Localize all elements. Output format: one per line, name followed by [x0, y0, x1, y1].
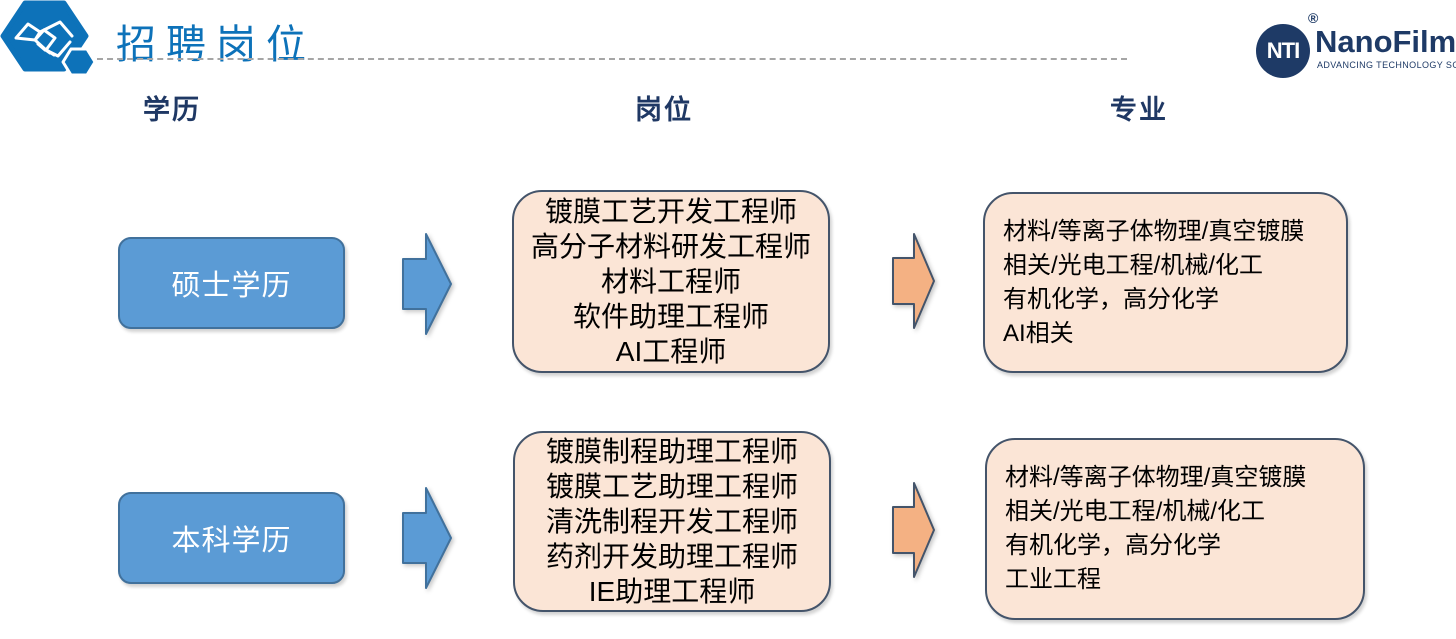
major-item: 相关/光电工程/机械/化工: [1003, 251, 1264, 279]
page-title: 招聘岗位: [116, 23, 316, 67]
position-item: 镀膜工艺助理工程师: [545, 471, 798, 502]
brand-logo: NTI ® NanoFilm ADVANCING TECHNOLOGY SOLU…: [1248, 4, 1456, 84]
handshake-icon: [0, 0, 97, 77]
logo-name: NanoFilm: [1315, 24, 1456, 59]
major-item: 工业工程: [1005, 566, 1101, 593]
column-header-major: 专业: [1110, 95, 1168, 125]
position-item: 软件助理工程师: [572, 301, 769, 332]
right-arrow-blue-icon: [402, 487, 452, 589]
education-box-masters: 硕士学历: [118, 237, 345, 329]
right-arrow-orange-icon: [892, 233, 935, 329]
right-arrow-blue-icon: [402, 233, 452, 335]
position-item: 清洗制程开发工程师: [545, 506, 798, 537]
positions-box-bachelors: 镀膜制程助理工程师 镀膜工艺助理工程师 清洗制程开发工程师 药剂开发助理工程师 …: [513, 431, 831, 612]
education-box-bachelors: 本科学历: [118, 492, 345, 584]
major-item: 有机化学，高分化学: [1005, 532, 1221, 559]
position-item: AI工程师: [615, 336, 727, 367]
registered-mark: ®: [1308, 10, 1319, 26]
major-item: 相关/光电工程/机械/化工: [1005, 498, 1266, 525]
position-item: 高分子材料研发工程师: [530, 231, 811, 262]
position-item: 镀膜工艺开发工程师: [544, 196, 797, 227]
major-item: 材料/等离子体物理/真空镀膜: [1005, 464, 1307, 491]
position-item: 镀膜制程助理工程师: [545, 436, 798, 467]
major-item: AI相关: [1003, 319, 1074, 347]
major-item: 有机化学，高分化学: [1003, 285, 1219, 313]
major-item: 材料/等离子体物理/真空镀膜: [1003, 217, 1305, 245]
position-item: IE助理工程师: [588, 576, 756, 607]
logo-abbr: NTI: [1266, 38, 1300, 63]
majors-box-bachelors: 材料/等离子体物理/真空镀膜 相关/光电工程/机械/化工 有机化学，高分化学 工…: [985, 438, 1365, 620]
majors-box-masters: 材料/等离子体物理/真空镀膜 相关/光电工程/机械/化工 有机化学，高分化学 A…: [983, 192, 1348, 373]
position-item: 材料工程师: [600, 266, 741, 297]
column-header-education: 学历: [143, 95, 201, 125]
position-item: 药剂开发助理工程师: [545, 541, 798, 572]
header-divider: [97, 58, 1127, 60]
positions-box-masters: 镀膜工艺开发工程师 高分子材料研发工程师 材料工程师 软件助理工程师 AI工程师: [512, 190, 830, 373]
logo-circle: NTI: [1256, 24, 1310, 78]
logo-tagline: ADVANCING TECHNOLOGY SOLUTIONS: [1317, 60, 1456, 70]
column-header-position: 岗位: [635, 95, 693, 125]
right-arrow-orange-icon: [892, 482, 935, 578]
